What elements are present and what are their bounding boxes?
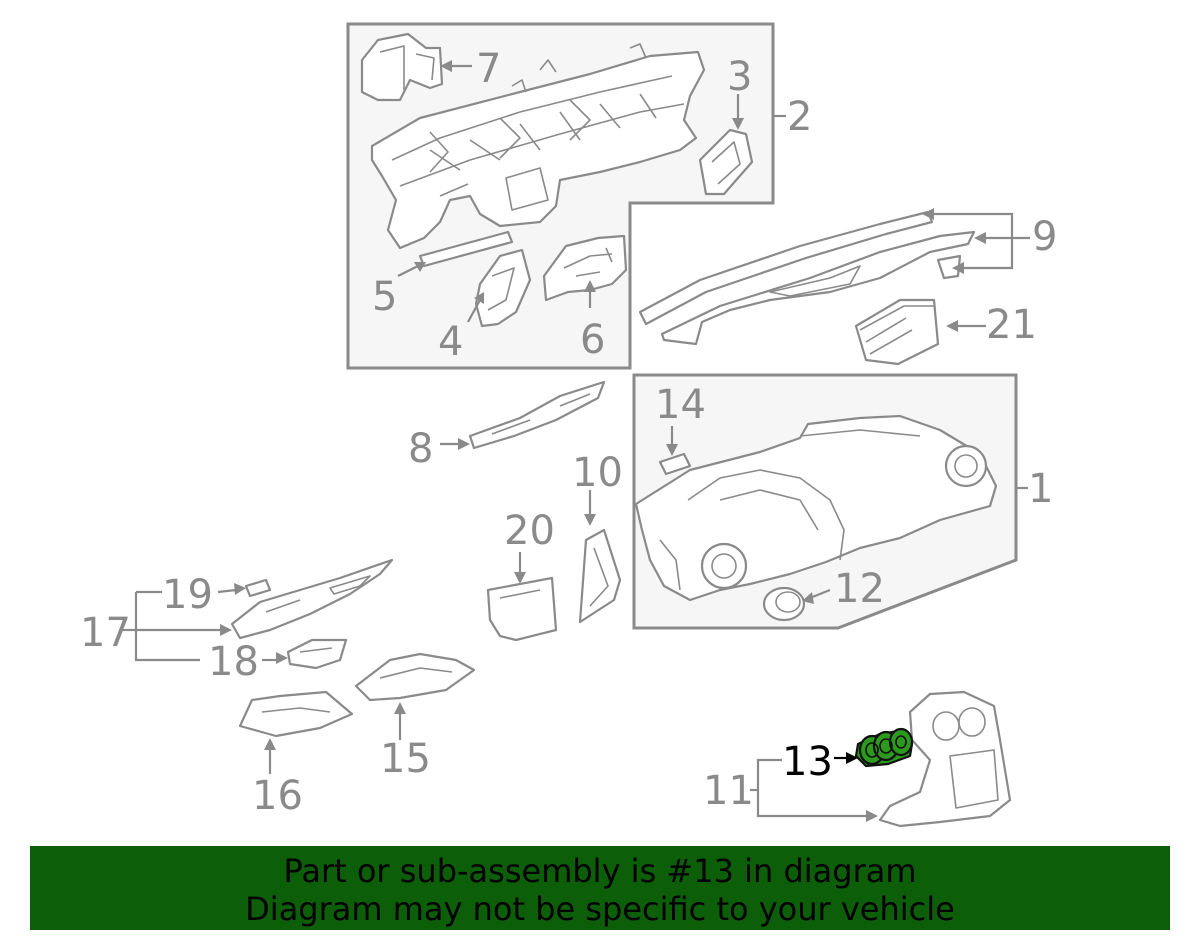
callout-18: 18 [208,639,259,685]
callout-12: 12 [834,566,885,612]
callout-13: 13 [782,739,833,785]
part-10-trim-panel [578,528,622,624]
part-4-bracket [474,248,532,328]
part-16-under-cover [238,690,354,738]
notice-line-2: Diagram may not be specific to your vehi… [245,890,955,928]
callout-16: 16 [252,773,303,819]
part-20-trim-panel [486,576,558,642]
part-12-round-vent [762,586,806,622]
part-7-bracket [360,32,444,102]
part-14-clip [658,452,692,476]
parts-diagram: 7 3 2 5 4 6 9 21 14 8 10 1 20 12 19 17 1… [80,22,1057,828]
callout-6: 6 [580,317,605,363]
part-6-bracket [542,234,628,302]
callout-1: 1 [1028,466,1053,512]
part-11-center-bezel [878,690,1012,828]
part-1-instrument-panel [634,414,998,602]
callout-5: 5 [372,274,397,320]
leader-lines [122,60,1030,822]
notice-banner: Part or sub-assembly is #13 in diagram D… [30,846,1170,930]
callout-3: 3 [727,54,752,100]
callout-19: 19 [162,572,213,618]
callout-14: 14 [655,382,706,428]
callout-17: 17 [80,610,131,656]
part-18-panel [286,638,348,670]
part-9-upper-pad [638,210,976,346]
callout-4: 4 [438,319,463,365]
notice-line-1: Part or sub-assembly is #13 in diagram [283,852,917,890]
part-3-bracket [698,128,754,196]
part-8-brace [468,380,606,450]
callout-2: 2 [787,94,812,140]
callout-10: 10 [572,450,623,496]
callout-21: 21 [986,302,1037,348]
callout-20: 20 [504,508,555,554]
callout-9: 9 [1032,214,1057,260]
part-15-under-cover [354,652,476,702]
part-17-lower-panel [230,558,394,640]
part-21-airbag-module [854,298,940,366]
callout-15: 15 [380,736,431,782]
part-2-cross-beam [370,43,706,250]
callout-8: 8 [408,426,433,472]
callout-11: 11 [703,768,754,814]
callout-7: 7 [476,46,501,92]
part-13-vent-assembly [854,727,914,768]
